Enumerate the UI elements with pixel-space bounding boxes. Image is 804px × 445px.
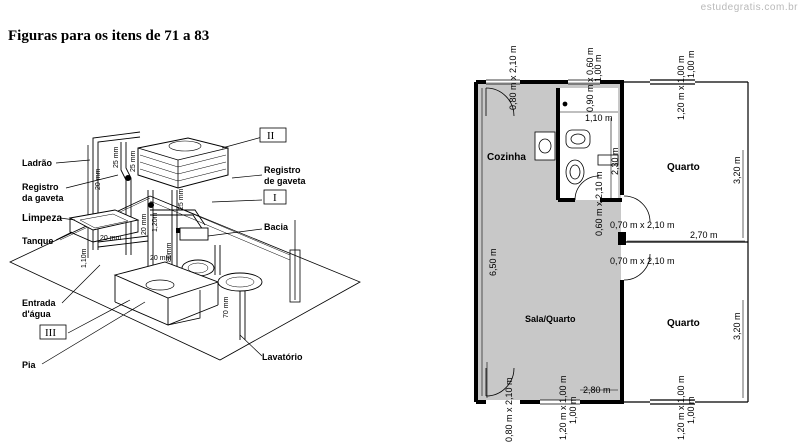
dim-door-quarto-bottom: 0,70 m x 2,10 m [610, 256, 675, 266]
dim-sala-window1: 1,20 m x 1,00 m [558, 375, 568, 440]
roman-box-i [263, 189, 287, 205]
watermark: estudegratis.com.br [700, 2, 798, 13]
pipe-dim-20a: 20 mm [95, 168, 102, 190]
label-tanque: Tanque [22, 236, 53, 246]
roman-ii: II [267, 130, 275, 142]
dim-door-bath: 0,60 m x 2,10 m [594, 171, 604, 236]
dim-quarto-width: 2,70 m [690, 230, 718, 240]
pipe-dim-25a: 25 mm [113, 146, 120, 168]
pipe-dim-20b: 20 mm [100, 235, 122, 242]
floor-plan: Cozinha Sala/Quarto Quarto Quarto 0,80 m… [474, 45, 749, 442]
dim-bath-height: 2,30 m [610, 147, 620, 175]
room-cozinha: Cozinha [487, 152, 526, 163]
dim-quarto-bottom-height: 3,20 m [732, 312, 742, 340]
page-title: Figuras para os itens de 71 a 83 [8, 28, 210, 44]
pipe-dim-70: 70 mm [223, 296, 230, 318]
pipe-dim-25c: 25 mm [178, 188, 185, 210]
label-registro-right-2: de gaveta [264, 176, 307, 186]
label-entrada-2: d'água [22, 309, 52, 319]
room-quarto-top: Quarto [667, 162, 700, 173]
label-limpeza: Limpeza [22, 213, 62, 224]
leader-lines [41, 135, 267, 365]
dim-quarto-top-height: 3,20 m [732, 156, 742, 184]
label-ladrao: Ladrão [22, 158, 53, 168]
pipe-dim-20d: 20 mm [150, 255, 172, 262]
pipe-dim-80: 80mm [166, 242, 173, 262]
label-bacia: Bacia [264, 222, 289, 232]
dim-quarto-bottom-window2: 1,00 m [686, 396, 696, 424]
roman-i: I [273, 192, 277, 204]
dim-sala-width: 2,80 m [583, 385, 611, 395]
tanque [68, 209, 140, 243]
pipe-dim-20c: 20 mm [141, 213, 148, 235]
dim-quarto-bottom-window1: 1,20 m x 1,00 m [676, 375, 686, 440]
dim-quarto-top-window1: 1,20 m x 1,00 m [676, 55, 686, 120]
lavatorio [217, 272, 263, 340]
bacia [179, 227, 215, 277]
room-sala-quarto: Sala/Quarto [525, 314, 576, 324]
valves [125, 175, 182, 233]
dim-bath-width: 1,10 m [585, 113, 613, 123]
room-quarto-bottom: Quarto [667, 318, 700, 329]
label-entrada-1: Entrada [22, 298, 57, 308]
label-registro-left-2: da gaveta [22, 193, 65, 203]
pipe-dim-110: 1,10m [81, 248, 88, 268]
dim-sala-window2: 1,00 m [568, 396, 578, 424]
dim-door-bottom-left: 0,80 m x 2,10 m [504, 377, 514, 442]
dim-door-top-left: 0,80 m x 2,10 m [508, 45, 518, 110]
roman-iii: III [45, 327, 56, 339]
dim-door-top-bath1: 0,90 m x 0,60 m [585, 47, 595, 112]
roman-box-ii [259, 127, 287, 143]
label-registro-right-1: Registro [264, 165, 301, 175]
roman-box-iii [39, 324, 67, 340]
fixtures [534, 101, 619, 185]
label-registro-left-1: Registro [22, 182, 59, 192]
pipe-dim-120: 1,20m [152, 212, 159, 232]
water-tank [137, 137, 229, 189]
label-pia: Pia [22, 360, 37, 370]
dim-door-quarto-top: 0,70 m x 2,10 m [610, 220, 675, 230]
dim-door-top-bath2: 1,00 m [593, 54, 603, 82]
dim-sala-height: 6,50 m [488, 248, 498, 276]
pipe-dim-25b: 25 mm [130, 150, 137, 172]
dim-quarto-top-window2: 1,00 m [686, 50, 696, 78]
label-lavatorio: Lavatório [262, 352, 303, 362]
